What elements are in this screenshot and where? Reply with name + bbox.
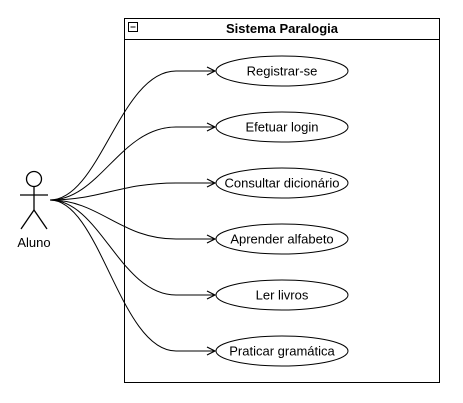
use-case[interactable]: Praticar gramática <box>215 335 349 367</box>
association-line <box>49 183 215 201</box>
use-case-ellipse <box>215 223 349 255</box>
use-case-label: Efetuar login <box>246 120 319 135</box>
system-title: Sistema Paralogia <box>226 21 339 36</box>
use-case[interactable]: Registrar-se <box>215 55 349 87</box>
use-case-ellipse <box>215 335 349 367</box>
use-case-label: Ler livros <box>256 288 309 303</box>
use-case-label: Consultar dicionário <box>225 176 340 191</box>
use-case-ellipse <box>215 55 349 87</box>
stick-figure-icon <box>20 170 48 230</box>
use-case-label: Aprender alfabeto <box>230 232 333 247</box>
association-line <box>49 127 215 201</box>
actor-aluno[interactable]: Aluno <box>17 170 51 251</box>
use-case-ellipse <box>215 279 349 311</box>
actor-label: Aluno <box>17 235 50 250</box>
use-case-ellipse <box>215 167 349 199</box>
use-case-ellipse <box>215 111 349 143</box>
association-line <box>49 199 215 351</box>
association-line <box>49 71 215 201</box>
association-line <box>49 199 215 295</box>
use-case[interactable]: Efetuar login <box>215 111 349 143</box>
associations <box>49 71 215 351</box>
association-line <box>49 199 215 239</box>
use-case[interactable]: Ler livros <box>215 279 349 311</box>
use-case-label: Registrar-se <box>247 64 318 79</box>
use-case-label: Praticar gramática <box>229 344 335 359</box>
use-case[interactable]: Consultar dicionário <box>215 167 349 199</box>
use-case[interactable]: Aprender alfabeto <box>215 223 349 255</box>
collapse-toggle[interactable] <box>128 22 138 32</box>
